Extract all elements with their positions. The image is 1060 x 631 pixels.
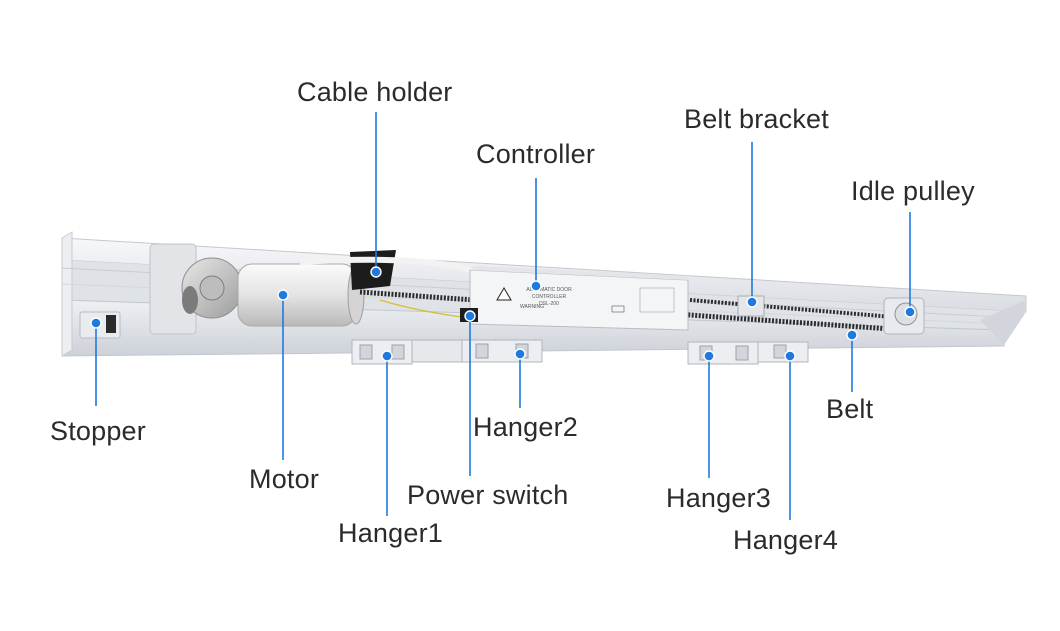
dot-motor bbox=[277, 289, 289, 301]
label-power-switch: Power switch bbox=[407, 480, 569, 510]
controller-text-line3: DSL-200 bbox=[539, 301, 559, 307]
hanger2-part bbox=[461, 339, 543, 363]
motor-part bbox=[149, 243, 365, 335]
dot-power-switch bbox=[464, 310, 476, 322]
label-controller: Controller bbox=[476, 139, 596, 169]
hanger1-part bbox=[351, 339, 463, 365]
hanger3-part bbox=[687, 341, 759, 365]
label-cable-holder: Cable holder bbox=[297, 77, 453, 107]
dot-hanger3 bbox=[703, 350, 715, 362]
leader-lines bbox=[90, 112, 916, 520]
controller-text-line1: AUTOMATIC DOOR bbox=[526, 287, 572, 293]
label-stopper: Stopper bbox=[50, 416, 146, 446]
label-hanger4: Hanger4 bbox=[733, 525, 838, 555]
dot-belt bbox=[846, 329, 858, 341]
dot-idle-pulley bbox=[904, 306, 916, 318]
label-idle-pulley: Idle pulley bbox=[851, 176, 975, 206]
dot-cable-holder bbox=[370, 266, 382, 278]
dot-hanger1 bbox=[381, 350, 393, 362]
label-motor: Motor bbox=[249, 464, 320, 494]
label-belt-bracket: Belt bracket bbox=[684, 104, 829, 134]
label-hanger2: Hanger2 bbox=[473, 412, 578, 442]
label-hanger3: Hanger3 bbox=[666, 483, 771, 513]
dot-belt-bracket bbox=[746, 296, 758, 308]
dot-stopper bbox=[90, 317, 102, 329]
dot-controller bbox=[530, 280, 542, 292]
hanger4-part bbox=[757, 341, 809, 363]
controller-text-line2: CONTROLLER bbox=[532, 294, 567, 300]
controller-part: AUTOMATIC DOOR CONTROLLER DSL-200 WARNIN… bbox=[469, 266, 692, 331]
label-belt: Belt bbox=[826, 394, 874, 424]
controller-warning-text: WARNING bbox=[520, 304, 544, 310]
dot-hanger4 bbox=[784, 350, 796, 362]
dot-hanger2 bbox=[514, 348, 526, 360]
idle-pulley-part bbox=[883, 297, 925, 335]
label-hanger1: Hanger1 bbox=[338, 518, 443, 548]
